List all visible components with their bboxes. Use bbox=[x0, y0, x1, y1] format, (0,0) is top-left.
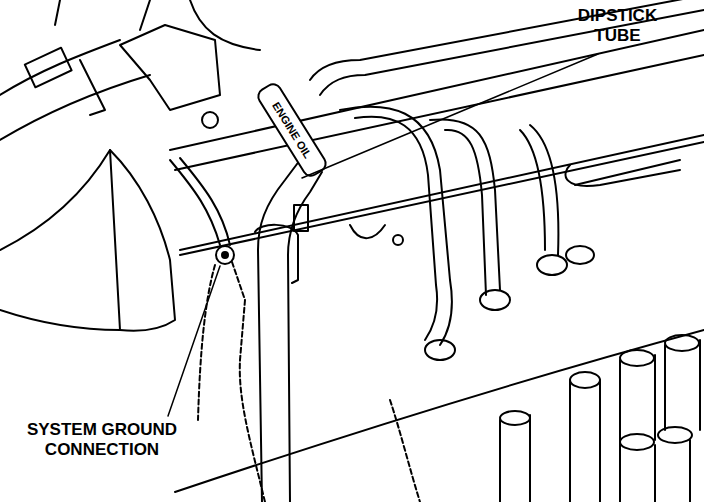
cylinder bbox=[620, 350, 654, 366]
leader bbox=[140, 0, 150, 30]
ground-bolt bbox=[222, 252, 228, 258]
spark-plug-wire bbox=[340, 107, 452, 345]
hose bbox=[575, 160, 680, 185]
hose bbox=[0, 40, 120, 95]
boot bbox=[537, 255, 567, 275]
cylinder bbox=[665, 340, 700, 430]
spark-plug-wire bbox=[520, 130, 545, 250]
cylinder bbox=[620, 434, 654, 450]
tube-clip bbox=[255, 225, 298, 283]
hose-clamp bbox=[25, 48, 72, 88]
ground-wire bbox=[180, 158, 230, 245]
hose bbox=[0, 75, 150, 140]
bracket bbox=[80, 60, 105, 115]
boot bbox=[425, 340, 455, 360]
ground-strap bbox=[232, 262, 265, 502]
leader-line bbox=[168, 266, 220, 416]
valve-cover bbox=[350, 225, 385, 238]
cylinder bbox=[620, 355, 655, 440]
part-label: SYSTEM GROUND CONNECTION bbox=[22, 420, 182, 459]
housing bbox=[0, 150, 120, 330]
dipstick-tube bbox=[288, 172, 322, 502]
fender-edge bbox=[175, 330, 704, 492]
spark-plug-wire bbox=[445, 130, 486, 295]
housing bbox=[110, 150, 175, 331]
boot bbox=[480, 290, 510, 310]
cylinder bbox=[500, 415, 530, 502]
bolt bbox=[202, 112, 218, 128]
valve-cover bbox=[170, 30, 704, 150]
tube-clip bbox=[294, 205, 308, 231]
cylinder bbox=[665, 335, 699, 351]
spark-plug-wire bbox=[530, 125, 558, 255]
fitting bbox=[120, 25, 220, 110]
leader bbox=[55, 0, 60, 25]
bolt bbox=[393, 235, 403, 245]
wire bbox=[310, 0, 704, 80]
part-label: DIPSTICK TUBE bbox=[555, 6, 680, 45]
dipstick-handle bbox=[255, 81, 328, 179]
harness bbox=[390, 400, 420, 502]
cylinder bbox=[570, 372, 600, 388]
hose bbox=[190, 0, 260, 50]
cylinder bbox=[570, 380, 600, 502]
cylinder bbox=[658, 427, 692, 443]
boot bbox=[566, 246, 594, 264]
spark-plug-wire bbox=[430, 119, 500, 290]
cylinder bbox=[500, 411, 530, 425]
leader-line bbox=[302, 54, 598, 178]
